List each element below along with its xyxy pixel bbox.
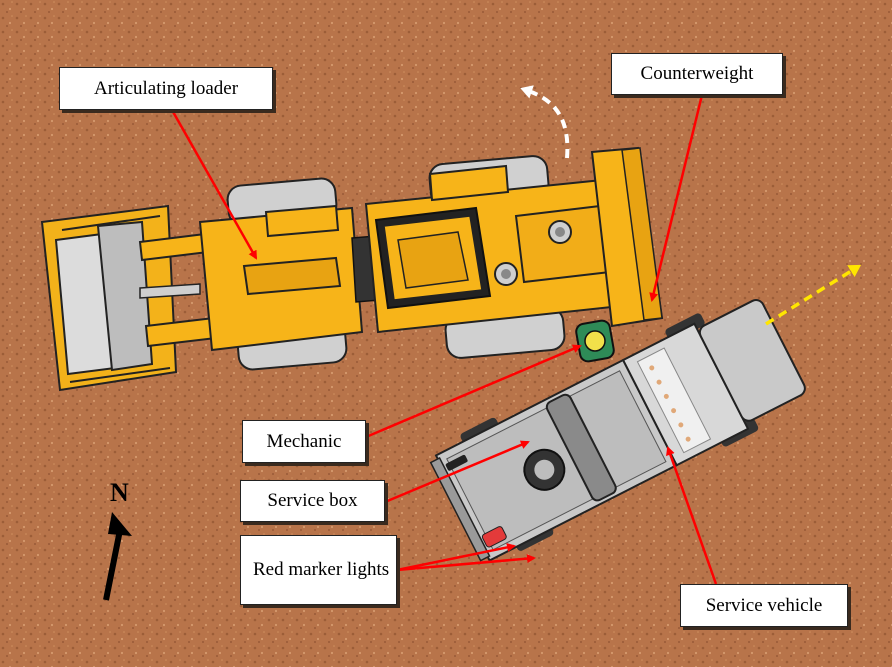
callout-arrow-marker-light-a (396, 542, 516, 572)
north-label: N (110, 478, 129, 507)
loader-cab (374, 206, 492, 310)
loader-engine-hood (514, 204, 612, 284)
label-red-marker-lights: Red marker lights (240, 535, 397, 605)
red-marker-light-right (445, 454, 468, 471)
callout-arrow-service-box (384, 440, 530, 504)
label-service-box: Service box (240, 480, 385, 522)
loader-hydraulic-rod (139, 283, 201, 299)
loader-turn-arrow-icon (520, 85, 570, 159)
label-counterweight: Counterweight (611, 53, 783, 95)
label-articulating-loader: Articulating loader (59, 67, 273, 110)
loader-bucket (40, 204, 178, 392)
callout-arrow-mechanic (365, 344, 582, 439)
vehicle-motion-arrow-icon (765, 264, 862, 326)
service-vehicle (429, 299, 806, 562)
callout-arrow-service-vehicle (666, 446, 718, 585)
callout-arrow-counterweight (649, 94, 704, 302)
service-vehicle-hood (698, 299, 806, 422)
callout-arrow-marker-light-b (396, 554, 536, 572)
label-mechanic: Mechanic (242, 420, 366, 463)
label-service-vehicle: Service vehicle (680, 584, 848, 627)
callout-arrow-loader (170, 109, 258, 260)
service-box (545, 393, 617, 502)
mechanic-figure (575, 319, 615, 363)
red-marker-light-left (481, 526, 507, 548)
north-arrow-icon (103, 512, 132, 601)
